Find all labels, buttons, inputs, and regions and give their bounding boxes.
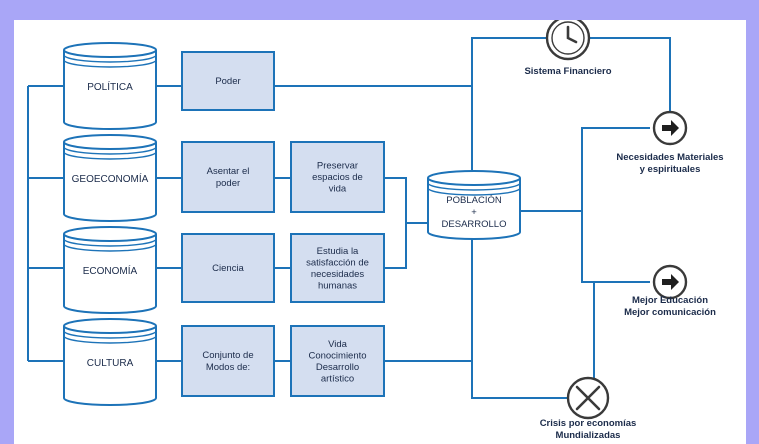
database-cultura-label: CULTURA [87, 358, 134, 369]
label-line: espacios de [312, 172, 363, 183]
box-preservar [290, 141, 385, 213]
label-line: Mejor comunicación [624, 307, 716, 318]
label-line: Conjunto de [202, 350, 253, 361]
label-line: Necesidades Materiales [616, 152, 723, 163]
label-line: Estudia la [317, 246, 359, 257]
label-line: POBLACIÓN [446, 195, 502, 206]
database-politica: POLÍTICA [63, 42, 157, 130]
box-asentar [181, 141, 275, 213]
connectors [27, 37, 671, 399]
label-line: humanas [318, 280, 357, 291]
database-politica-label: POLÍTICA [87, 80, 133, 93]
database-poblacion-desarrollo [427, 170, 521, 240]
database-geoeconomia: GEOECONOMÍA [63, 134, 157, 222]
label-line: Sistema Financiero [524, 66, 611, 77]
clock-icon [545, 20, 591, 61]
arrow-right-icon-educacion [652, 264, 688, 300]
box-ciencia [181, 233, 275, 303]
box-ciencia-label: Ciencia [212, 263, 244, 274]
connector-vida-crisis [384, 360, 568, 399]
connector-split-educacion [581, 211, 650, 283]
label-line: satisfacción de [306, 257, 369, 268]
database-geoeconomia-label: GEOECONOMÍA [72, 172, 149, 185]
box-vida [290, 325, 385, 397]
cross-icon [566, 376, 610, 420]
label-line: + [471, 207, 477, 218]
box-poder [181, 51, 275, 111]
connector-split-necesidades [581, 127, 650, 211]
arrow-right-icon-necesidades [652, 110, 688, 146]
connector-financiero-necesidades [589, 37, 671, 112]
label-line: Conocimiento [308, 350, 366, 361]
label-line: Ciencia [212, 263, 244, 274]
label-line: Asentar el [207, 166, 250, 177]
label-line: Vida [328, 339, 348, 350]
diagram-frame: POLÍTICA GEOECONOMÍA ECONOMÍA CULTURA Po… [14, 20, 746, 444]
label-line: Preservar [317, 161, 358, 172]
box-conjunto [181, 325, 275, 397]
diagram-canvas: POLÍTICA GEOECONOMÍA ECONOMÍA CULTURA Po… [27, 20, 724, 441]
label-line: DESARROLLO [442, 219, 507, 230]
connector-right-bracket [384, 177, 407, 269]
database-poblacion-label: POBLACIÓN+DESARROLLO [442, 195, 507, 230]
label-line: poder [216, 178, 240, 189]
label-line: artístico [321, 373, 354, 384]
label-line: Mundializadas [556, 430, 621, 441]
label-line: Mejor Educación [632, 295, 708, 306]
connector-poder-financiero [274, 37, 547, 87]
box-poder-label: Poder [215, 76, 240, 87]
database-economia-label: ECONOMÍA [83, 264, 138, 277]
box-estudia [290, 233, 385, 303]
database-cultura: CULTURA [63, 318, 157, 406]
label-line: Poder [215, 76, 240, 87]
label-line: Crisis por economías [540, 418, 637, 429]
label-line: Modos de: [206, 362, 250, 373]
outcome-financiero-label: Sistema Financiero [524, 66, 611, 77]
label-line: vida [329, 184, 347, 195]
label-line: y espirituales [640, 164, 701, 175]
label-line: Desarrollo [316, 362, 359, 373]
label-line: necesidades [311, 269, 365, 280]
database-economia: ECONOMÍA [63, 226, 157, 314]
